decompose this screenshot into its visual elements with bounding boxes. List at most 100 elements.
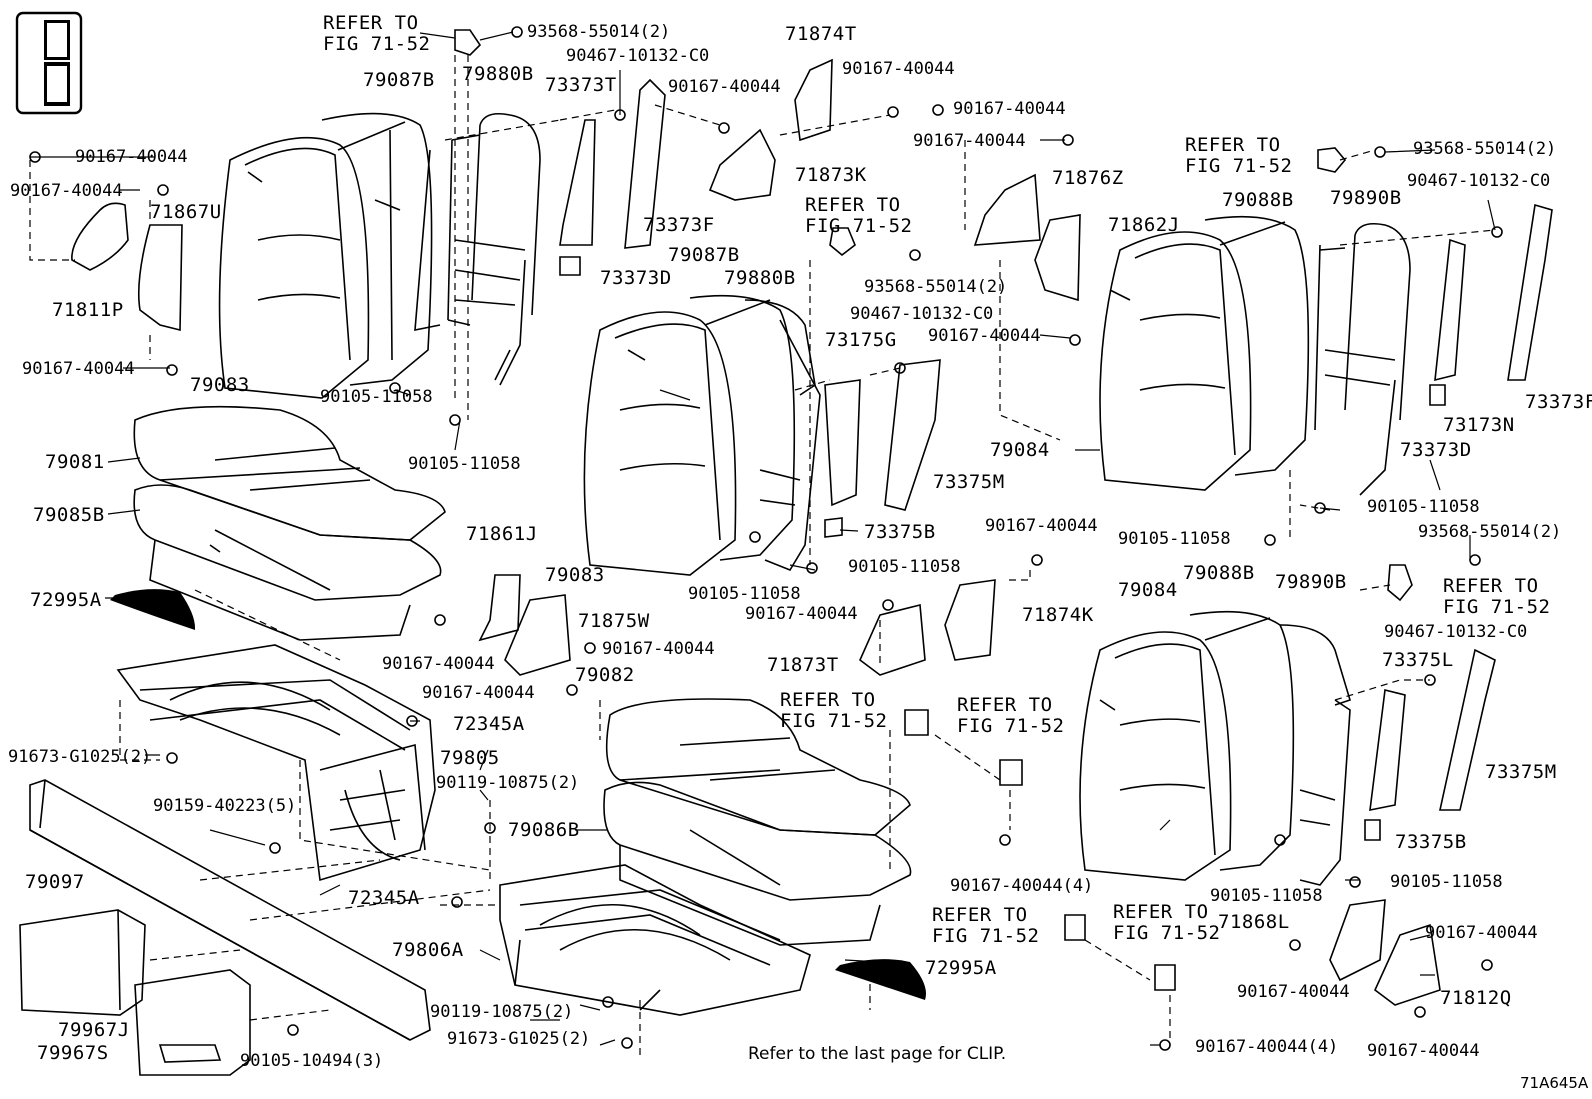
part-label: 71874K (1022, 604, 1094, 626)
seat-frame-center (499, 864, 811, 1016)
seatback-frame-center (759, 319, 821, 571)
part-label: 90167-40044 (22, 359, 135, 379)
trim-strips-right-lower (1364, 648, 1496, 841)
part-label: 73373T (545, 74, 617, 96)
cover-left (110, 589, 196, 630)
part-label: 90167-40044 (10, 181, 123, 201)
part-label: 90167-40044 (913, 131, 1026, 151)
part-label: 71862J (1108, 214, 1180, 236)
part-label: 79084 (990, 439, 1050, 461)
part-label: 72345A (348, 887, 420, 909)
part-label: 90167-40044 (1367, 1041, 1480, 1061)
part-label: 90167-40044(4) (1195, 1037, 1339, 1057)
part-label: 90105-10494(3) (240, 1051, 384, 1071)
part-label: 73375B (1395, 831, 1467, 853)
part-label: 93568-55014(2) (527, 22, 671, 42)
part-label: 73175G (825, 329, 897, 351)
part-label: 90167-40044 (602, 639, 715, 659)
part-label: 72995A (925, 957, 997, 979)
footnote: Refer to the last page for CLIP. (748, 1044, 1007, 1064)
part-label: 79081 (45, 451, 105, 473)
seatback-frame-left (414, 112, 541, 386)
seatback-cover-right-upper (1099, 215, 1310, 491)
diagram-code: 71A645A (1520, 1074, 1589, 1092)
part-label: 79890B (1275, 571, 1347, 593)
part-label: 79086B (508, 819, 580, 841)
storage-trays (19, 909, 251, 1076)
part-label: 79967J (58, 1019, 130, 1041)
part-label: 79088B (1222, 189, 1294, 211)
part-label: 71874T (785, 23, 857, 45)
part-label: 79087B (363, 69, 435, 91)
part-label: 71812Q (1440, 987, 1512, 1009)
part-label: 90105-11058 (688, 584, 801, 604)
part-label: REFER TO FIG 71-52 (932, 904, 1040, 947)
part-label: 90105-11058 (848, 557, 961, 577)
part-label: 79806A (392, 939, 464, 961)
part-label: 90167-40044 (953, 99, 1066, 119)
part-label: 73373D (1400, 439, 1472, 461)
leader-lines (30, 31, 1496, 1046)
part-label: 79084 (1118, 579, 1178, 601)
part-label: 72995A (30, 589, 102, 611)
part-label: 93568-55014(2) (1418, 522, 1562, 542)
part-label: 73373D (600, 267, 672, 289)
part-label: 90167-40044 (928, 326, 1041, 346)
part-label: 71868L (1218, 911, 1290, 933)
part-label: 90105-11058 (1367, 497, 1480, 517)
part-label: 79890B (1330, 187, 1402, 209)
part-label: 90167-40044(4) (950, 876, 1094, 896)
part-label: 79880B (724, 267, 796, 289)
part-label: 90167-40044 (75, 147, 188, 167)
part-label: 90159-40223(5) (153, 796, 297, 816)
part-label: 73375M (933, 471, 1005, 493)
part-label: REFER TO FIG 71-52 (1113, 901, 1221, 944)
part-label: 79097 (25, 871, 85, 893)
cover-center (835, 959, 926, 1000)
part-label: 90167-40044 (382, 654, 495, 674)
part-label: 90167-40044 (1425, 923, 1538, 943)
part-label: 73375B (864, 521, 936, 543)
side-covers-right-lower (1329, 899, 1441, 1006)
seatback-frame-right-lower (1299, 699, 1351, 886)
part-label: 90167-40044 (745, 604, 858, 624)
part-label: 71875W (578, 610, 650, 632)
seatback-cover-right-lower (1079, 610, 1351, 881)
part-label: 90167-40044 (842, 59, 955, 79)
part-label: 90119-10875(2) (430, 1002, 574, 1022)
part-label: REFER TO FIG 71-52 (957, 694, 1065, 737)
part-label: 90167-40044 (985, 516, 1098, 536)
seat-cushion-center (603, 698, 912, 946)
part-label: 71873K (795, 164, 867, 186)
part-label: 73173N (1443, 414, 1515, 436)
part-label: 79088B (1183, 562, 1255, 584)
part-label: 79967S (37, 1042, 109, 1064)
seatback-cover-center (583, 294, 816, 576)
part-label: 90105-11058 (320, 387, 433, 407)
seat-frame-left (116, 644, 436, 882)
assembly-dashed-lines (29, 55, 1496, 1060)
part-label: 71873T (767, 654, 839, 676)
seat-layout-icon (15, 11, 83, 115)
bracket-bar (29, 779, 431, 1041)
seat-cushion-left (133, 405, 446, 641)
part-label: 90467-10132-C0 (566, 46, 710, 66)
part-label: 73375M (1485, 761, 1557, 783)
part-label: 90105-11058 (1118, 529, 1231, 549)
part-label: 90167-40044 (1237, 982, 1350, 1002)
part-label: 71867U (150, 201, 222, 223)
hinge-brackets (454, 29, 1413, 991)
trim-strips-center (559, 78, 941, 538)
part-label: REFER TO FIG 71-52 (780, 689, 888, 732)
part-label: 90467-10132-C0 (850, 304, 994, 324)
part-label: 71811P (52, 299, 124, 321)
part-label: REFER TO FIG 71-52 (1443, 575, 1551, 618)
part-label: REFER TO FIG 71-52 (805, 194, 913, 237)
part-label: 79087B (668, 244, 740, 266)
part-label: 93568-55014(2) (1413, 139, 1557, 159)
part-label: 90467-10132-C0 (1407, 171, 1551, 191)
part-label: REFER TO FIG 71-52 (1185, 134, 1293, 177)
part-label: 73373F (1525, 391, 1592, 413)
part-label: 93568-55014(2) (864, 277, 1008, 297)
part-label: 79880B (462, 63, 534, 85)
